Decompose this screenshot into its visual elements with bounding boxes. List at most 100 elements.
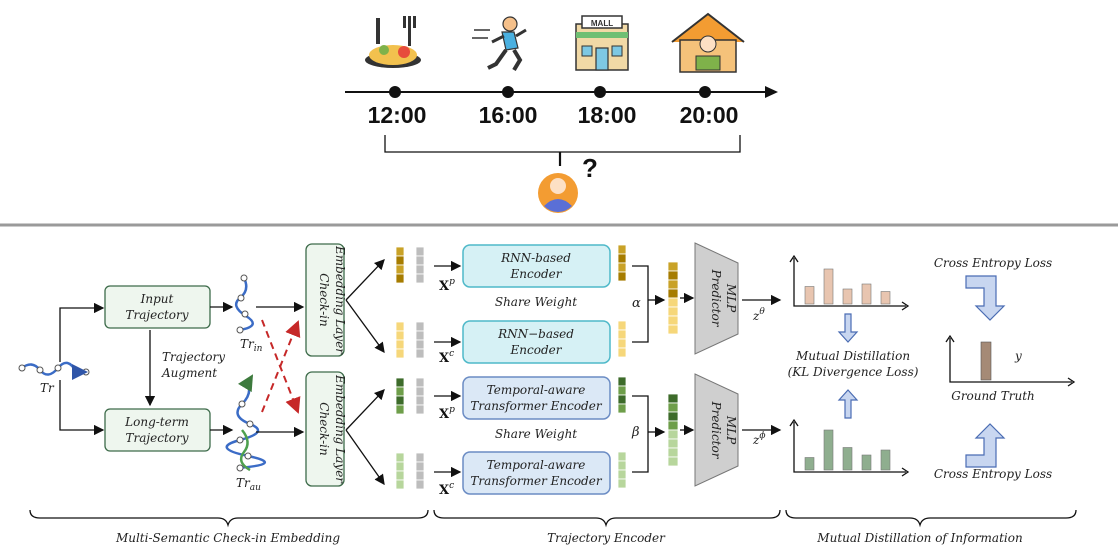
distribution-bar (861, 454, 872, 471)
fused-alpha-cell (667, 288, 679, 299)
tr-au-trajectory-icon (225, 374, 266, 472)
section-braces: Multi-Semantic Check-in Embedding Trajec… (29, 509, 1077, 545)
transformer-encoder-bottom-label-1: Temporal-aware (487, 458, 586, 472)
transformer-encoder-bottom-label-2: Transformer Encoder (470, 474, 602, 488)
xp-top-vector-cell (395, 246, 405, 257)
tf-top-output-cell (617, 403, 627, 414)
timeline-dot-2 (502, 86, 514, 98)
z-phi-label: zϕ (752, 431, 765, 447)
distribution-bar (804, 457, 815, 471)
home-work-icon (671, 12, 745, 73)
xc-bottom-gray-vector-cell (415, 452, 425, 463)
gt-chart-x-arrowhead (1067, 377, 1076, 387)
timeline-arrowhead (765, 86, 778, 98)
rnn-bottom-output-cell (617, 320, 627, 331)
distribution-bar (880, 291, 891, 305)
tf-bottom-output-cell (617, 469, 627, 480)
rnn-top-output-cell (617, 271, 627, 282)
transformer-encoder-top (462, 376, 611, 420)
cross-entropy-top-label: Cross Entropy Loss (934, 256, 1052, 270)
alpha-label: α (632, 296, 641, 311)
tf-top-output-cell (617, 394, 627, 405)
tf-bottom-output-cell (617, 460, 627, 471)
predictor-top-label-2: MLP (724, 283, 738, 313)
tf-bottom-output-cell (617, 451, 627, 462)
fused-beta-cell (667, 402, 679, 413)
ground-truth-bar-group (980, 341, 992, 381)
bottom-chart-y-arrowhead (789, 418, 799, 427)
fused-beta-cell (667, 420, 679, 431)
tr-au-label: Trau (236, 476, 261, 493)
embedding-section: Tr Input Trajectory Long-term Trajectory… (18, 243, 385, 493)
distribution-bar (823, 429, 834, 471)
time-label-2: 16:00 (479, 102, 538, 128)
embedding-layer-top (305, 243, 345, 357)
input-trajectory-label-2: Trajectory (126, 308, 189, 322)
augment-label-1: Trajectory (162, 350, 225, 364)
xc-bottom-gray-vector-cell (415, 461, 425, 472)
timeline-bracket (384, 135, 741, 153)
predictor-mlp-bottom (694, 373, 739, 487)
xp-bottom-vector-cell (395, 386, 405, 397)
embedding-vectors (395, 244, 679, 490)
question-mark: ? (582, 153, 598, 183)
xc-label-bottom: Xc (439, 481, 454, 498)
cross-entropy-bottom-arrow (965, 423, 1006, 468)
mutual-arrow-up (837, 389, 859, 419)
xc-top-vector-cell (395, 348, 405, 359)
xp-top-vector-cell (395, 273, 405, 284)
fused-beta-cell (667, 447, 679, 458)
arrow-embed-to-xc-bottom (345, 429, 385, 486)
embedding-layer-bottom (305, 371, 345, 487)
xc-bottom-vector-cell (395, 470, 405, 481)
brace-embedding (29, 509, 429, 528)
rnn-encoder-top-label-1: RNN-based (500, 251, 571, 265)
embedding-layer-bottom-label-2: Embedding Layer (333, 374, 347, 484)
user-icon (538, 173, 578, 213)
distribution-bar (880, 449, 891, 471)
tr-in-label: Trin (240, 337, 263, 354)
fused-alpha-cell (667, 324, 679, 335)
longterm-trajectory-label-1: Long-term (124, 415, 189, 429)
fused-alpha-cell (667, 297, 679, 308)
arrow-embed-to-xp-top (345, 259, 385, 301)
brace-encoder (433, 509, 781, 528)
xc-bottom-gray-vector-cell (415, 470, 425, 481)
bottom-distribution-bars (804, 429, 891, 471)
xc-bottom-gray-vector-cell (415, 479, 425, 490)
distribution-bar (842, 288, 853, 305)
fused-alpha-cell (667, 279, 679, 290)
rnn-top-output-cell (617, 253, 627, 264)
top-distribution-bars (804, 268, 891, 305)
arrow-embed-to-xc-top (345, 299, 385, 354)
transformer-encoder-top-label-1: Temporal-aware (487, 383, 586, 397)
rnn-bottom-output-cell (617, 347, 627, 358)
distribution-bar (842, 447, 853, 471)
input-trajectory-label-1: Input (140, 292, 174, 306)
mutual-distillation-label-1: Mutual Distillation (795, 349, 910, 363)
ground-truth-bar (980, 341, 992, 381)
fused-beta-cell (667, 411, 679, 422)
xc-top-gray-vector-cell (415, 330, 425, 341)
arrow-to-longterm (59, 380, 105, 436)
xc-label-top: Xc (439, 349, 454, 366)
rnn-encoder-bottom (462, 320, 611, 364)
tr-in-trajectory-icon (234, 274, 254, 334)
xc-top-vector-cell (395, 321, 405, 332)
distribution-bar (861, 283, 872, 305)
fused-alpha-cell (667, 315, 679, 326)
bottom-chart-x-arrowhead (901, 467, 910, 477)
ground-truth-label: Ground Truth (951, 389, 1035, 403)
section-label-embedding: Multi-Semantic Check-in Embedding (115, 531, 340, 545)
tf-top-output-cell (617, 376, 627, 387)
xp-top-vector-cell (395, 264, 405, 275)
rnn-encoder-bottom-label-2: Encoder (510, 343, 563, 357)
xp-label-bottom: Xp (439, 405, 455, 422)
share-weight-top: Share Weight (495, 295, 577, 309)
fused-alpha-cell (667, 306, 679, 317)
timeline-dot-1 (389, 86, 401, 98)
tr-label: Tr (40, 381, 55, 395)
time-label-4: 20:00 (680, 102, 739, 128)
timeline-dot-3 (594, 86, 606, 98)
